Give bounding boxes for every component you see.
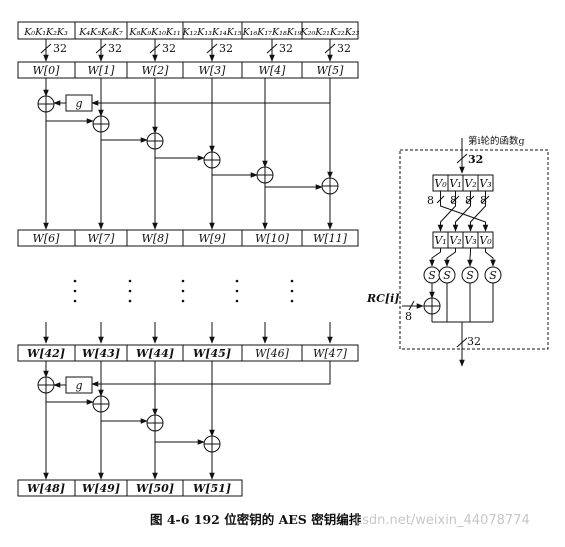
word-label: W[7] bbox=[88, 232, 116, 245]
word-label: W[6] bbox=[33, 232, 61, 245]
word-label: W[45] bbox=[193, 347, 231, 360]
rc-label: RC[i] bbox=[366, 292, 399, 305]
word-label: W[50] bbox=[136, 482, 174, 495]
word-row-third: W[42] W[43] W[44] W[45] W[46] W[47] bbox=[17, 344, 359, 362]
word-row-fourth: W[48] W[49] W[50] W[51] bbox=[17, 479, 243, 497]
rc-width-label: 8 bbox=[405, 310, 412, 323]
word-label: W[43] bbox=[82, 347, 120, 360]
key-group-label: K₈K₉K₁₀K₁₁ bbox=[128, 27, 180, 38]
key-group-label: K₄K₅K₆K₇ bbox=[78, 27, 123, 38]
byte-label: V₂ bbox=[464, 177, 476, 190]
byte-label: V₁ bbox=[434, 234, 446, 247]
xor-node bbox=[92, 115, 110, 133]
word-label: W[2] bbox=[142, 64, 170, 77]
g-input-width: 32 bbox=[468, 153, 483, 166]
word-label: W[0] bbox=[33, 64, 61, 77]
byte-width-label: 8 bbox=[427, 194, 434, 207]
xor-node bbox=[256, 166, 274, 184]
watermark-text: csdn.net/weixin_44078774 bbox=[355, 513, 530, 528]
g-output-width: 32 bbox=[467, 335, 481, 348]
rc-xor-node bbox=[423, 297, 441, 315]
stub-arrows bbox=[43, 322, 333, 344]
byte-width-label: 8 bbox=[480, 194, 487, 207]
byte-label: V₀ bbox=[479, 234, 492, 247]
g-box-second: g bbox=[65, 376, 93, 394]
bus-width-label: 32 bbox=[108, 42, 122, 55]
sbox-label: S bbox=[466, 269, 474, 282]
key-group-label: K₀K₁K₂K₃ bbox=[23, 27, 68, 38]
sbox-label: S bbox=[443, 269, 451, 282]
word-label: W[8] bbox=[142, 232, 170, 245]
word-label: W[44] bbox=[136, 347, 174, 360]
word-label: W[4] bbox=[259, 64, 287, 77]
word-row-second: W[6] W[7] W[8] W[9] W[10] W[11] bbox=[17, 229, 359, 247]
word-label: W[48] bbox=[27, 482, 65, 495]
byte-label: V₃ bbox=[479, 177, 491, 190]
xor-nodes-second bbox=[37, 376, 221, 453]
figure-caption: 图 4-6 192 位密钥的 AES 密钥编排 bbox=[150, 512, 362, 527]
word-row-first: W[0] W[1] W[2] W[3] W[4] W[5] bbox=[17, 61, 359, 79]
key-input-row: K₀K₁K₂K₃ K₄K₅K₆K₇ K₈K₉K₁₀K₁₁ K₁₂K₁₃K₁₄K₁… bbox=[17, 21, 360, 40]
byte-width-label: 8 bbox=[450, 194, 457, 207]
word-label: W[9] bbox=[199, 232, 227, 245]
xor-nodes-first bbox=[37, 95, 339, 195]
input-bus-lines bbox=[40, 39, 336, 62]
g-box-first: g bbox=[65, 94, 93, 112]
g-function-detail: 第i轮的函数g 32 V₀ V₁ V₂ V₃ 8 8 8 8 bbox=[366, 135, 549, 367]
word-label: W[49] bbox=[82, 482, 120, 495]
byte-label: V₁ bbox=[449, 177, 461, 190]
xor-node bbox=[92, 395, 110, 413]
g-box-label: g bbox=[75, 379, 82, 392]
key-group-label: K₁₆K₁₇K₁₈K₁₉ bbox=[242, 27, 302, 38]
g-box-label: g bbox=[75, 97, 82, 110]
bus-width-label: 32 bbox=[53, 42, 67, 55]
xor-node bbox=[37, 95, 55, 113]
bus-width-label: 32 bbox=[337, 42, 351, 55]
ellipsis-dots bbox=[73, 279, 294, 303]
xor-node bbox=[203, 151, 221, 169]
byte-label: V₀ bbox=[434, 177, 447, 190]
bus-width-labels: 32 32 32 32 32 32 bbox=[53, 42, 351, 55]
xor-node bbox=[146, 414, 164, 432]
word-label: W[51] bbox=[193, 482, 231, 495]
xor-node bbox=[321, 177, 339, 195]
xor-node bbox=[203, 435, 221, 453]
bus-width-label: 32 bbox=[162, 42, 176, 55]
bus-width-label: 32 bbox=[219, 42, 233, 55]
sbox-label: S bbox=[489, 269, 497, 282]
word-label: W[47] bbox=[313, 347, 348, 360]
word-label: W[3] bbox=[199, 64, 227, 77]
xor-node bbox=[146, 132, 164, 150]
word-label: W[1] bbox=[88, 64, 116, 77]
word-label: W[11] bbox=[313, 232, 348, 245]
byte-label: V₃ bbox=[464, 234, 476, 247]
xor-node bbox=[37, 376, 55, 394]
key-group-label: K₂₀K₂₁K₂₂K₂₃ bbox=[300, 27, 360, 38]
word-label: W[10] bbox=[255, 232, 290, 245]
word-label: W[46] bbox=[255, 347, 290, 360]
key-group-label: K₁₂K₁₃K₁₄K₁₅ bbox=[182, 27, 242, 38]
bus-width-label: 32 bbox=[279, 42, 293, 55]
sbox-label: S bbox=[428, 269, 436, 282]
byte-width-label: 8 bbox=[465, 194, 472, 207]
g-function-title: 第i轮的函数g bbox=[468, 135, 525, 147]
xor-cascade-second bbox=[43, 361, 331, 480]
byte-label: V₂ bbox=[449, 234, 461, 247]
word-label: W[42] bbox=[27, 347, 65, 360]
word-label: W[5] bbox=[317, 64, 345, 77]
xor-cascade-first bbox=[43, 78, 333, 230]
